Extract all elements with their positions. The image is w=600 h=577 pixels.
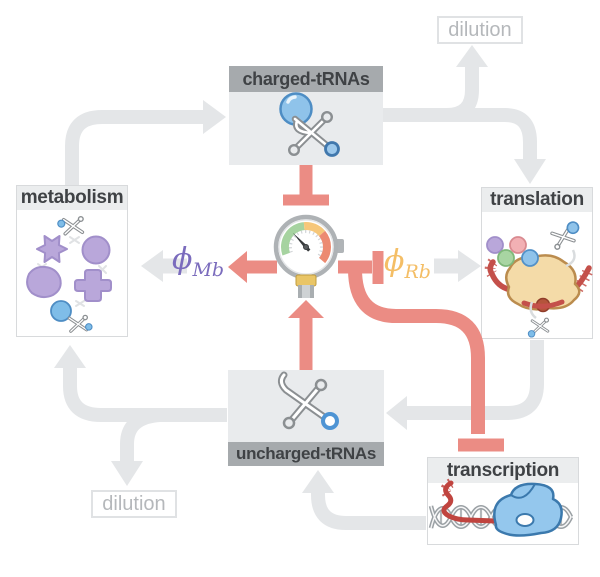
inhibition-charged-trnas-to-gauge <box>283 165 329 206</box>
box-metabolism: metabolism <box>16 185 128 337</box>
box-uncharged-trnas: uncharged-tRNAs <box>228 370 384 466</box>
box-charged-trnas: charged-tRNAs <box>229 66 383 165</box>
arrow-charged-to-translation <box>383 108 546 184</box>
activation-gauge-to-phi-mb <box>228 251 277 283</box>
arrow-uncharged-to-dilution <box>111 408 161 486</box>
phi-rb-label: ϕRb <box>384 244 431 283</box>
arrow-gauge-to-translation <box>434 250 481 282</box>
box-transcription-title: transcription <box>428 458 578 483</box>
box-uncharged-trnas-title: uncharged-tRNAs <box>228 442 384 466</box>
arrow-translation-to-uncharged <box>386 340 544 430</box>
box-charged-trnas-title: charged-tRNAs <box>229 66 383 92</box>
box-translation-title: translation <box>482 188 592 212</box>
phi-mb-symbol: ϕ <box>172 242 193 277</box>
arrow-uncharged-to-metabolism <box>54 345 227 422</box>
dilution-label-top: dilution <box>437 16 523 44</box>
box-metabolism-title: metabolism <box>17 186 127 210</box>
phi-rb-subscript: Rb <box>404 261 431 283</box>
box-transcription: transcription <box>427 457 579 545</box>
arrow-charged-to-dilution <box>446 45 488 122</box>
phi-mb-subscript: Mb <box>192 259 225 281</box>
arrow-metabolism-to-charged <box>65 100 226 185</box>
activation-uncharged-trnas-to-gauge <box>288 300 324 370</box>
phi-mb-label: ϕMb <box>172 242 224 281</box>
box-translation: translation <box>481 187 593 339</box>
dilution-label-bottom: dilution <box>91 490 177 518</box>
arrow-transcription-to-uncharged <box>302 470 426 530</box>
gauge-icon <box>273 214 344 298</box>
inhibition-gauge-to-phi-rb <box>338 251 384 284</box>
phi-rb-symbol: ϕ <box>384 244 405 279</box>
